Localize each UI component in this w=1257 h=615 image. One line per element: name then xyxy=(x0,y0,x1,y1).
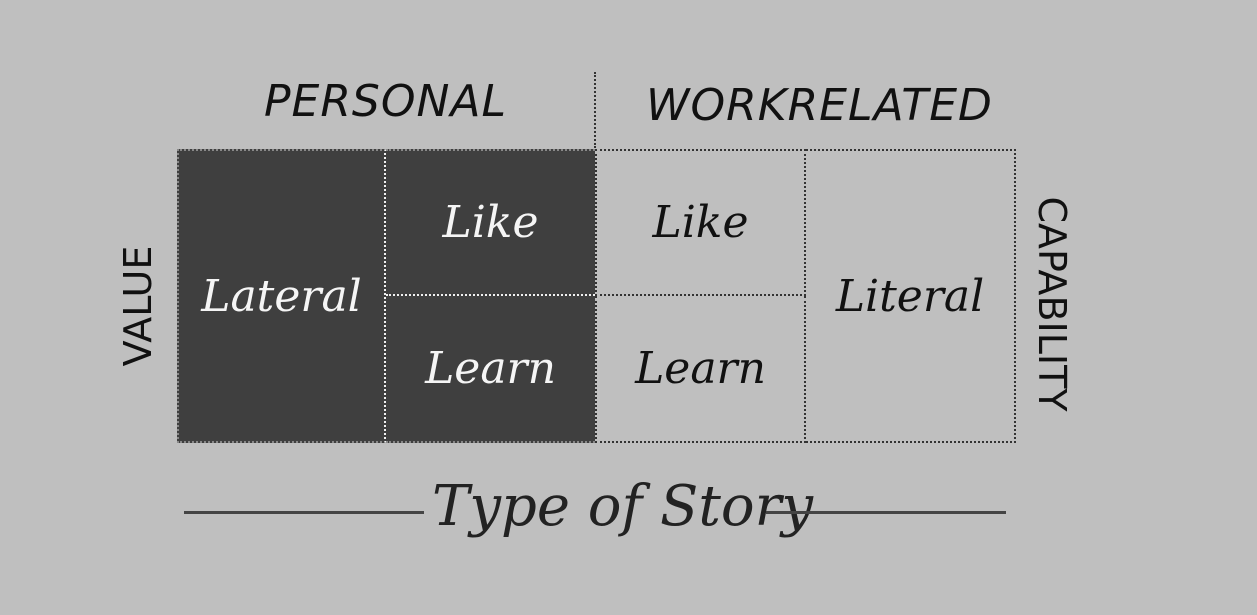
row-label-value: VALUE xyxy=(116,245,160,367)
column-header-work-related: WORKRELATED xyxy=(646,80,993,131)
cell-literal: Literal xyxy=(806,149,1016,443)
cell-like-personal: Like xyxy=(386,149,595,296)
cell-learn-personal: Learn xyxy=(386,296,595,443)
cell-like-work: Like xyxy=(595,149,806,296)
cell-learn-work: Learn xyxy=(595,296,806,443)
column-divider xyxy=(594,72,596,148)
footer-rule-right xyxy=(766,511,1006,514)
column-header-personal: PERSONAL xyxy=(264,76,507,127)
cell-learn-work-label: Learn xyxy=(635,343,766,394)
row-label-capability: CAPABILITY xyxy=(1030,196,1074,412)
footer-rule-left xyxy=(184,511,424,514)
footer-title: Type of Story xyxy=(432,474,814,539)
cell-like-personal-label: Like xyxy=(442,197,539,248)
cell-literal-label: Literal xyxy=(835,270,985,322)
cell-lateral-label: Lateral xyxy=(201,270,362,322)
cell-like-work-label: Like xyxy=(652,197,749,248)
cell-lateral: Lateral xyxy=(177,149,386,443)
cell-learn-personal-label: Learn xyxy=(425,343,556,394)
